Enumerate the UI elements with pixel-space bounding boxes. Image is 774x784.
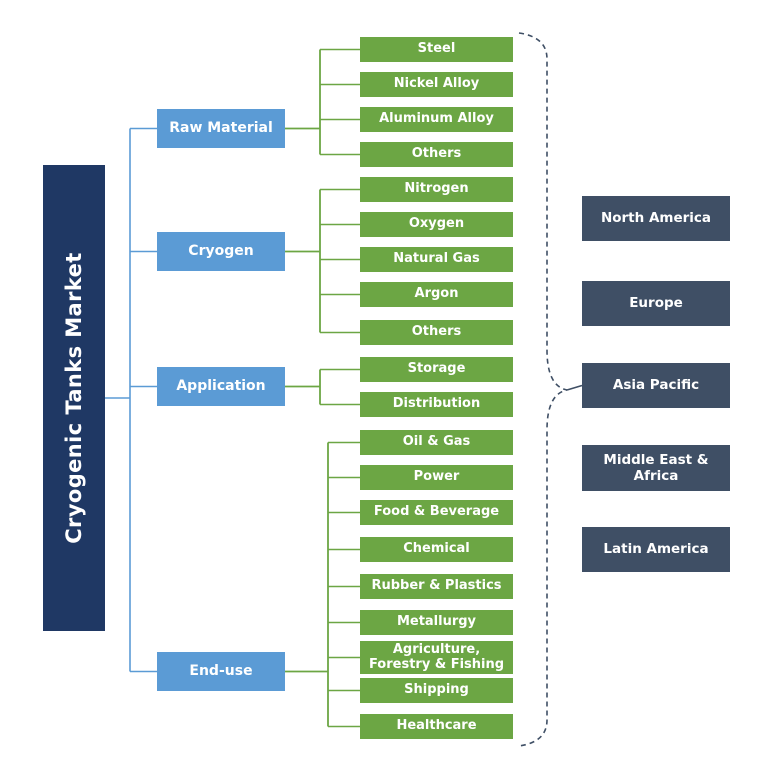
leaf-label: Healthcare xyxy=(396,718,477,734)
leaf-label: Power xyxy=(413,469,460,485)
region-label: Middle East &Africa xyxy=(603,451,709,484)
category-label: Application xyxy=(176,378,266,395)
leaf-label: Nickel Alloy xyxy=(393,76,480,92)
leaf-label: Natural Gas xyxy=(393,251,480,267)
region-node-north-america[interactable]: North America xyxy=(582,196,730,241)
root-title-label: Cryogenic Tanks Market xyxy=(62,252,86,544)
leaf-label: Others xyxy=(411,146,462,162)
region-label: North America xyxy=(600,210,712,227)
category-label: Raw Material xyxy=(169,120,273,137)
leaf-node-storage[interactable]: Storage xyxy=(360,357,513,382)
leaf-label: Others xyxy=(411,324,462,340)
leaf-node-food-beverage[interactable]: Food & Beverage xyxy=(360,500,513,525)
region-label: Europe xyxy=(629,295,683,312)
leaf-node-chemical[interactable]: Chemical xyxy=(360,537,513,562)
leaf-node-aluminum-alloy[interactable]: Aluminum Alloy xyxy=(360,107,513,132)
region-node-asia-pacific[interactable]: Asia Pacific xyxy=(582,363,730,408)
leaf-label: Argon xyxy=(414,286,459,302)
region-label: Asia Pacific xyxy=(612,377,700,394)
leaf-label: Rubber & Plastics xyxy=(371,578,502,594)
category-label: Cryogen xyxy=(188,243,254,260)
leaf-label: Aluminum Alloy xyxy=(379,111,494,127)
leaf-label: Metallurgy xyxy=(396,614,477,630)
region-node-latin-america[interactable]: Latin America xyxy=(582,527,730,572)
leaf-node-metallurgy[interactable]: Metallurgy xyxy=(360,610,513,635)
leaf-node-agriculture-forestry-fishing[interactable]: Agriculture,Forestry & Fishing xyxy=(360,641,513,674)
leaf-node-healthcare[interactable]: Healthcare xyxy=(360,714,513,739)
leaf-label: Storage xyxy=(407,361,466,377)
region-brace xyxy=(518,32,568,747)
leaf-node-nickel-alloy[interactable]: Nickel Alloy xyxy=(360,72,513,97)
leaf-node-oil-gas[interactable]: Oil & Gas xyxy=(360,430,513,455)
leaf-node-others[interactable]: Others xyxy=(360,320,513,345)
leaf-node-nitrogen[interactable]: Nitrogen xyxy=(360,177,513,202)
leaf-node-power[interactable]: Power xyxy=(360,465,513,490)
region-node-europe[interactable]: Europe xyxy=(582,281,730,326)
leaf-label: Agriculture,Forestry & Fishing xyxy=(368,641,505,672)
leaf-node-oxygen[interactable]: Oxygen xyxy=(360,212,513,237)
leaf-label: Oil & Gas xyxy=(402,434,471,450)
region-label: Latin America xyxy=(603,541,709,558)
category-node-raw-material[interactable]: Raw Material xyxy=(157,109,285,148)
category-node-cryogen[interactable]: Cryogen xyxy=(157,232,285,271)
leaf-label: Distribution xyxy=(392,396,481,412)
leaf-label: Steel xyxy=(417,41,456,57)
leaf-node-steel[interactable]: Steel xyxy=(360,37,513,62)
leaf-node-natural-gas[interactable]: Natural Gas xyxy=(360,247,513,272)
leaf-label: Shipping xyxy=(404,682,469,698)
region-node-middle-east-africa[interactable]: Middle East &Africa xyxy=(582,445,730,491)
leaf-label: Oxygen xyxy=(408,216,465,232)
leaf-label: Nitrogen xyxy=(404,181,469,197)
root-market-title: Cryogenic Tanks Market xyxy=(43,165,105,631)
leaf-node-shipping[interactable]: Shipping xyxy=(360,678,513,703)
leaf-label: Chemical xyxy=(403,541,470,557)
category-node-application[interactable]: Application xyxy=(157,367,285,406)
category-label: End-use xyxy=(189,663,253,680)
leaf-label: Food & Beverage xyxy=(373,504,500,520)
leaf-node-others[interactable]: Others xyxy=(360,142,513,167)
leaf-node-argon[interactable]: Argon xyxy=(360,282,513,307)
category-node-end-use[interactable]: End-use xyxy=(157,652,285,691)
leaf-node-distribution[interactable]: Distribution xyxy=(360,392,513,417)
leaf-node-rubber-plastics[interactable]: Rubber & Plastics xyxy=(360,574,513,599)
